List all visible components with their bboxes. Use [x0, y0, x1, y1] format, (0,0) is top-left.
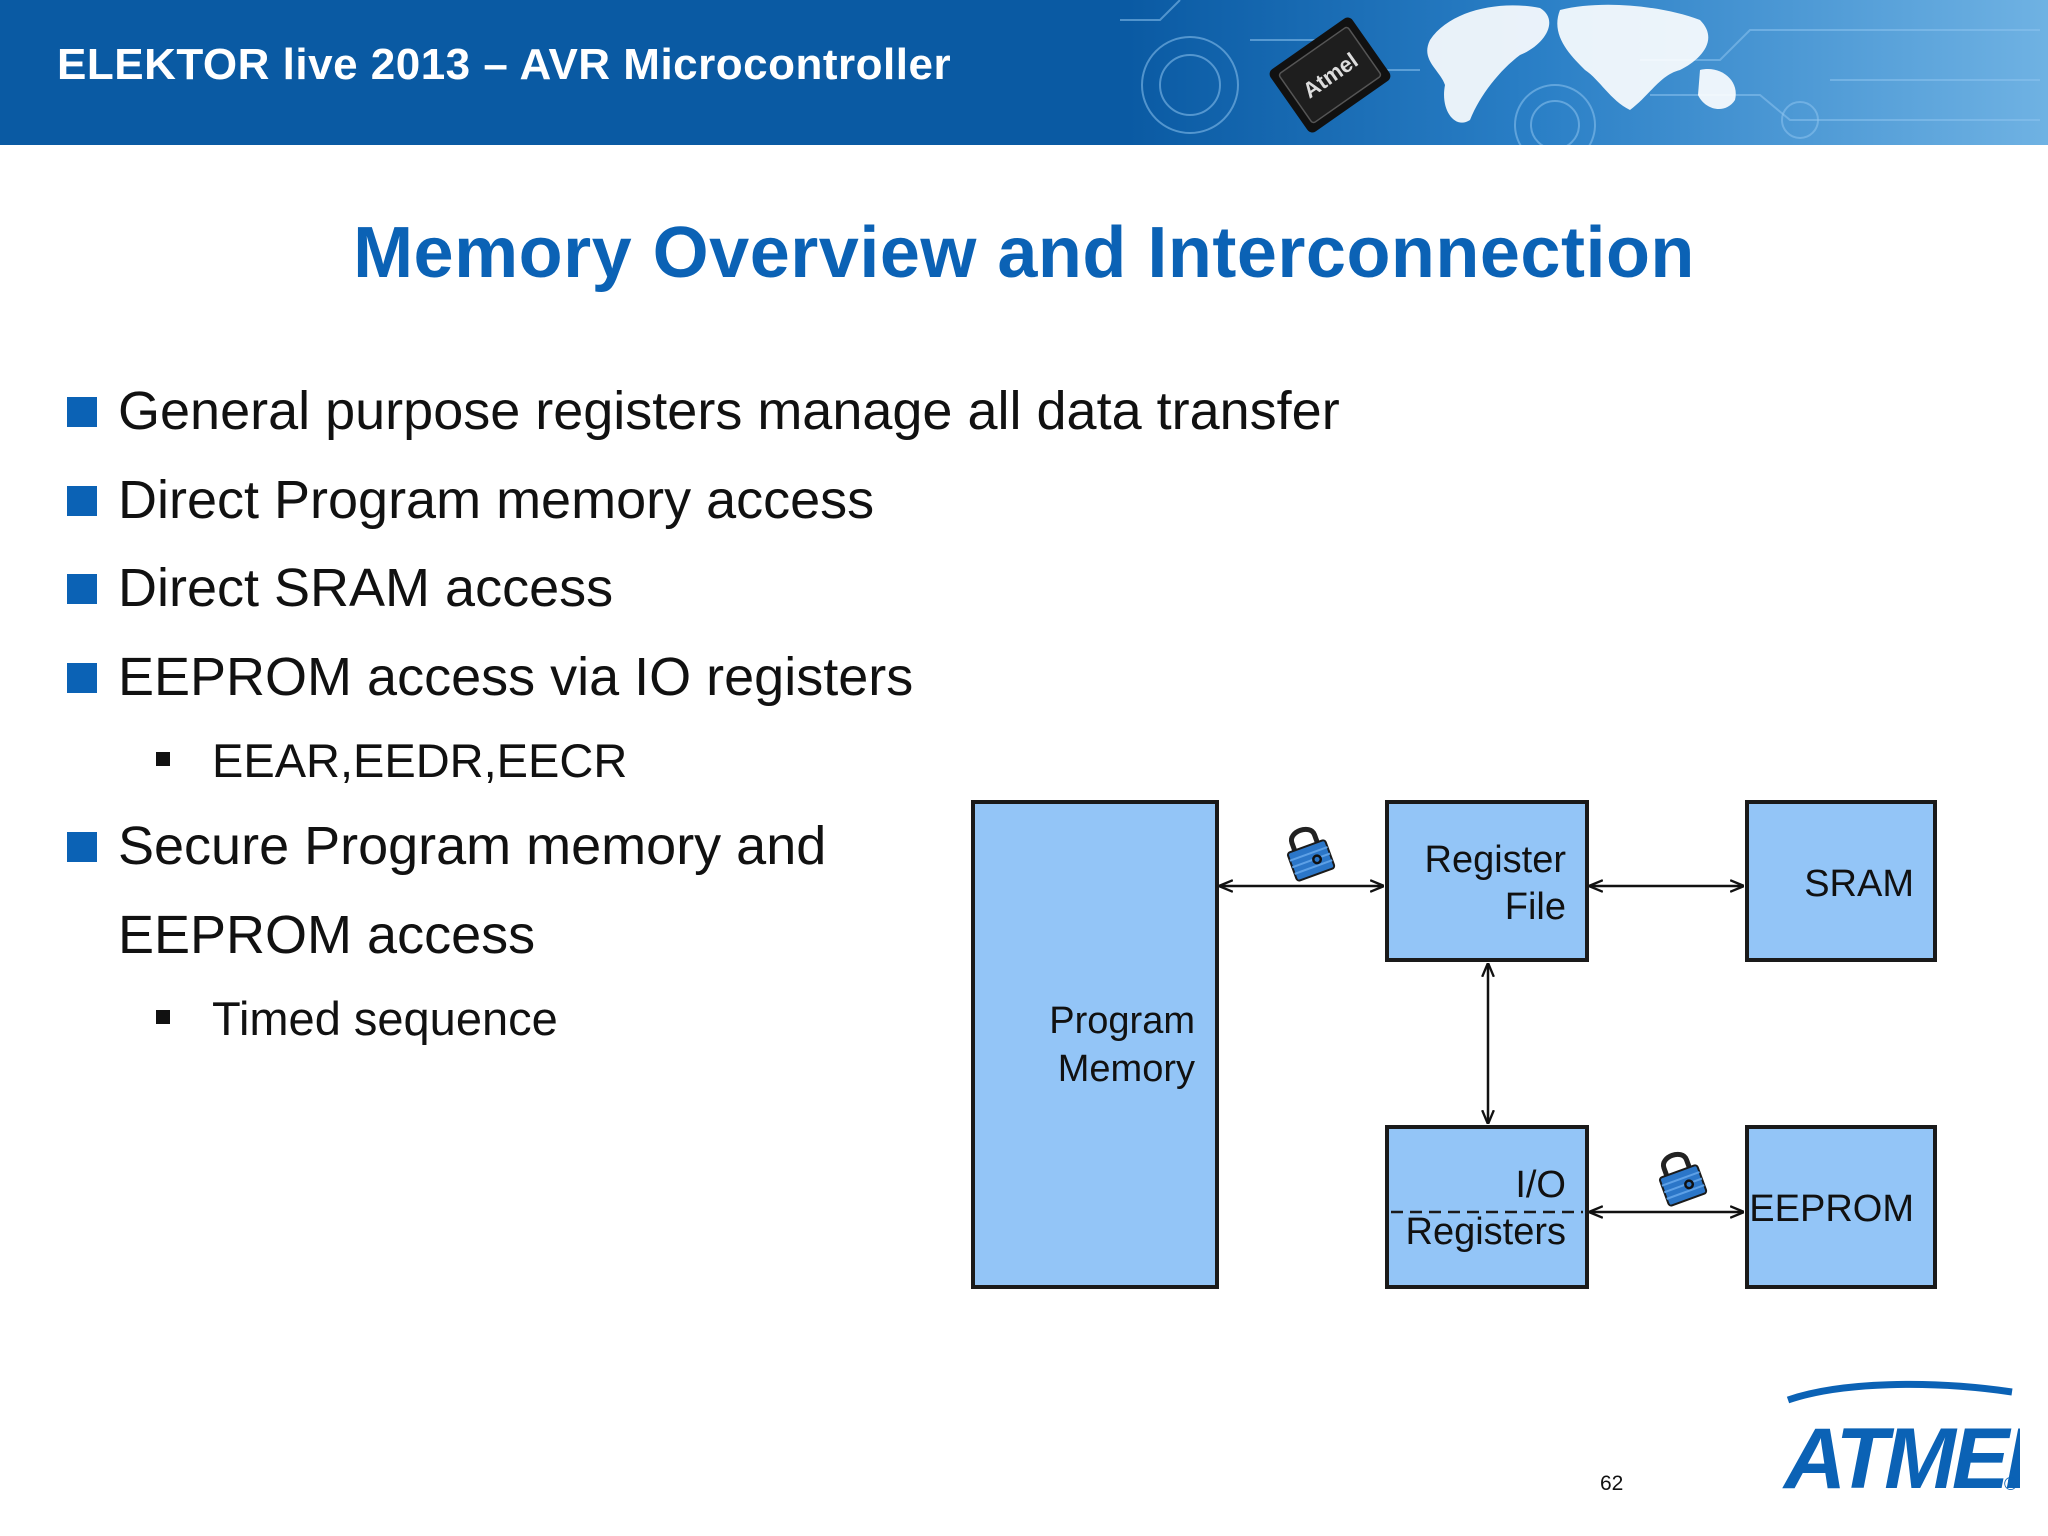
lock-icon: [1653, 1149, 1707, 1207]
program-memory-label-line2: Memory: [1058, 1048, 1195, 1090]
bullet-text: Direct SRAM access: [118, 558, 614, 618]
bullet-square-icon: [67, 832, 97, 862]
sub-bullet-text: EEAR,EEDR,EECR: [212, 734, 628, 787]
page-number: 62: [1600, 1472, 1624, 1495]
bullet-text: EEPROM access: [118, 905, 536, 965]
register-file-label-line2: File: [1505, 886, 1566, 928]
sub-bullet-square-icon: [156, 752, 170, 766]
register-file-box: [1385, 800, 1589, 962]
io-label-line1: I/O: [1515, 1164, 1566, 1206]
bullet-text: General purpose registers manage all dat…: [118, 381, 1340, 441]
register-file-label-line1: Register: [1425, 839, 1567, 881]
io-label-line2: Registers: [1406, 1211, 1567, 1253]
sram-label: SRAM: [1804, 863, 1914, 905]
lock-icon: [1281, 824, 1335, 882]
eeprom-box: [1745, 1125, 1937, 1289]
sub-bullet-square-icon: [156, 1010, 170, 1024]
io-registers-box: [1385, 1125, 1589, 1289]
program-memory-box: [971, 800, 1219, 1289]
sram-box: [1745, 800, 1937, 962]
svg-text:ATMEL: ATMEL: [1782, 1411, 2020, 1498]
bullet-text: Secure Program memory and: [118, 816, 827, 876]
bullet-square-icon: [67, 397, 97, 427]
bullet-square-icon: [67, 663, 97, 693]
slide-title: Memory Overview and Interconnection: [353, 213, 1695, 293]
bullet-square-icon: [67, 574, 97, 604]
header-world-art: Atmel: [0, 0, 2048, 145]
eeprom-label: EEPROM: [1749, 1188, 1914, 1230]
bullet-text: Direct Program memory access: [118, 470, 875, 530]
sub-bullet-text: Timed sequence: [212, 992, 558, 1045]
header-bar: Atmel ELEKTOR live 2013 – AVR Microcontr…: [0, 0, 2048, 145]
program-memory-label-line1: Program: [1049, 1000, 1195, 1042]
bullet-square-icon: [67, 486, 97, 516]
svg-text:®: ®: [2004, 1474, 2017, 1494]
header-title: ELEKTOR live 2013 – AVR Microcontroller: [57, 40, 952, 89]
atmel-logo: ATMEL ®: [1782, 1380, 2020, 1498]
bullet-text: EEPROM access via IO registers: [118, 647, 914, 707]
